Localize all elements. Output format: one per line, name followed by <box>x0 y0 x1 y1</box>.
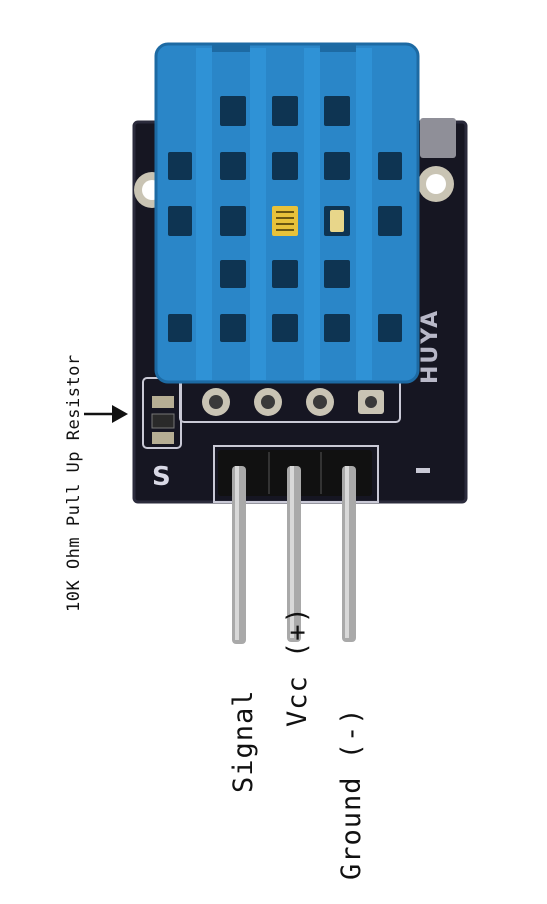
pcb-corner-tab <box>420 118 456 158</box>
resistor-annotation: 10K Ohm Pull Up Resistor <box>64 354 84 612</box>
header-pin-vcc <box>287 466 301 642</box>
silkscreen-signal-marker: S <box>152 462 171 492</box>
pin-label-vcc: Vcc (+) <box>282 606 313 727</box>
pin-label-ground: Ground (-) <box>336 707 367 880</box>
mounting-hole-right <box>418 166 454 202</box>
arrow-right-icon <box>84 405 128 423</box>
silkscreen-brand: HUYA <box>418 308 443 384</box>
header-pin-ground <box>342 466 356 642</box>
humidity-element <box>272 206 298 236</box>
pin-label-signal: Signal <box>228 689 259 793</box>
sensor-solder-pads <box>179 377 401 423</box>
dht11-sensor-housing <box>154 42 420 384</box>
pcb-small-mark <box>416 468 430 473</box>
header-pin-signal <box>232 466 246 644</box>
